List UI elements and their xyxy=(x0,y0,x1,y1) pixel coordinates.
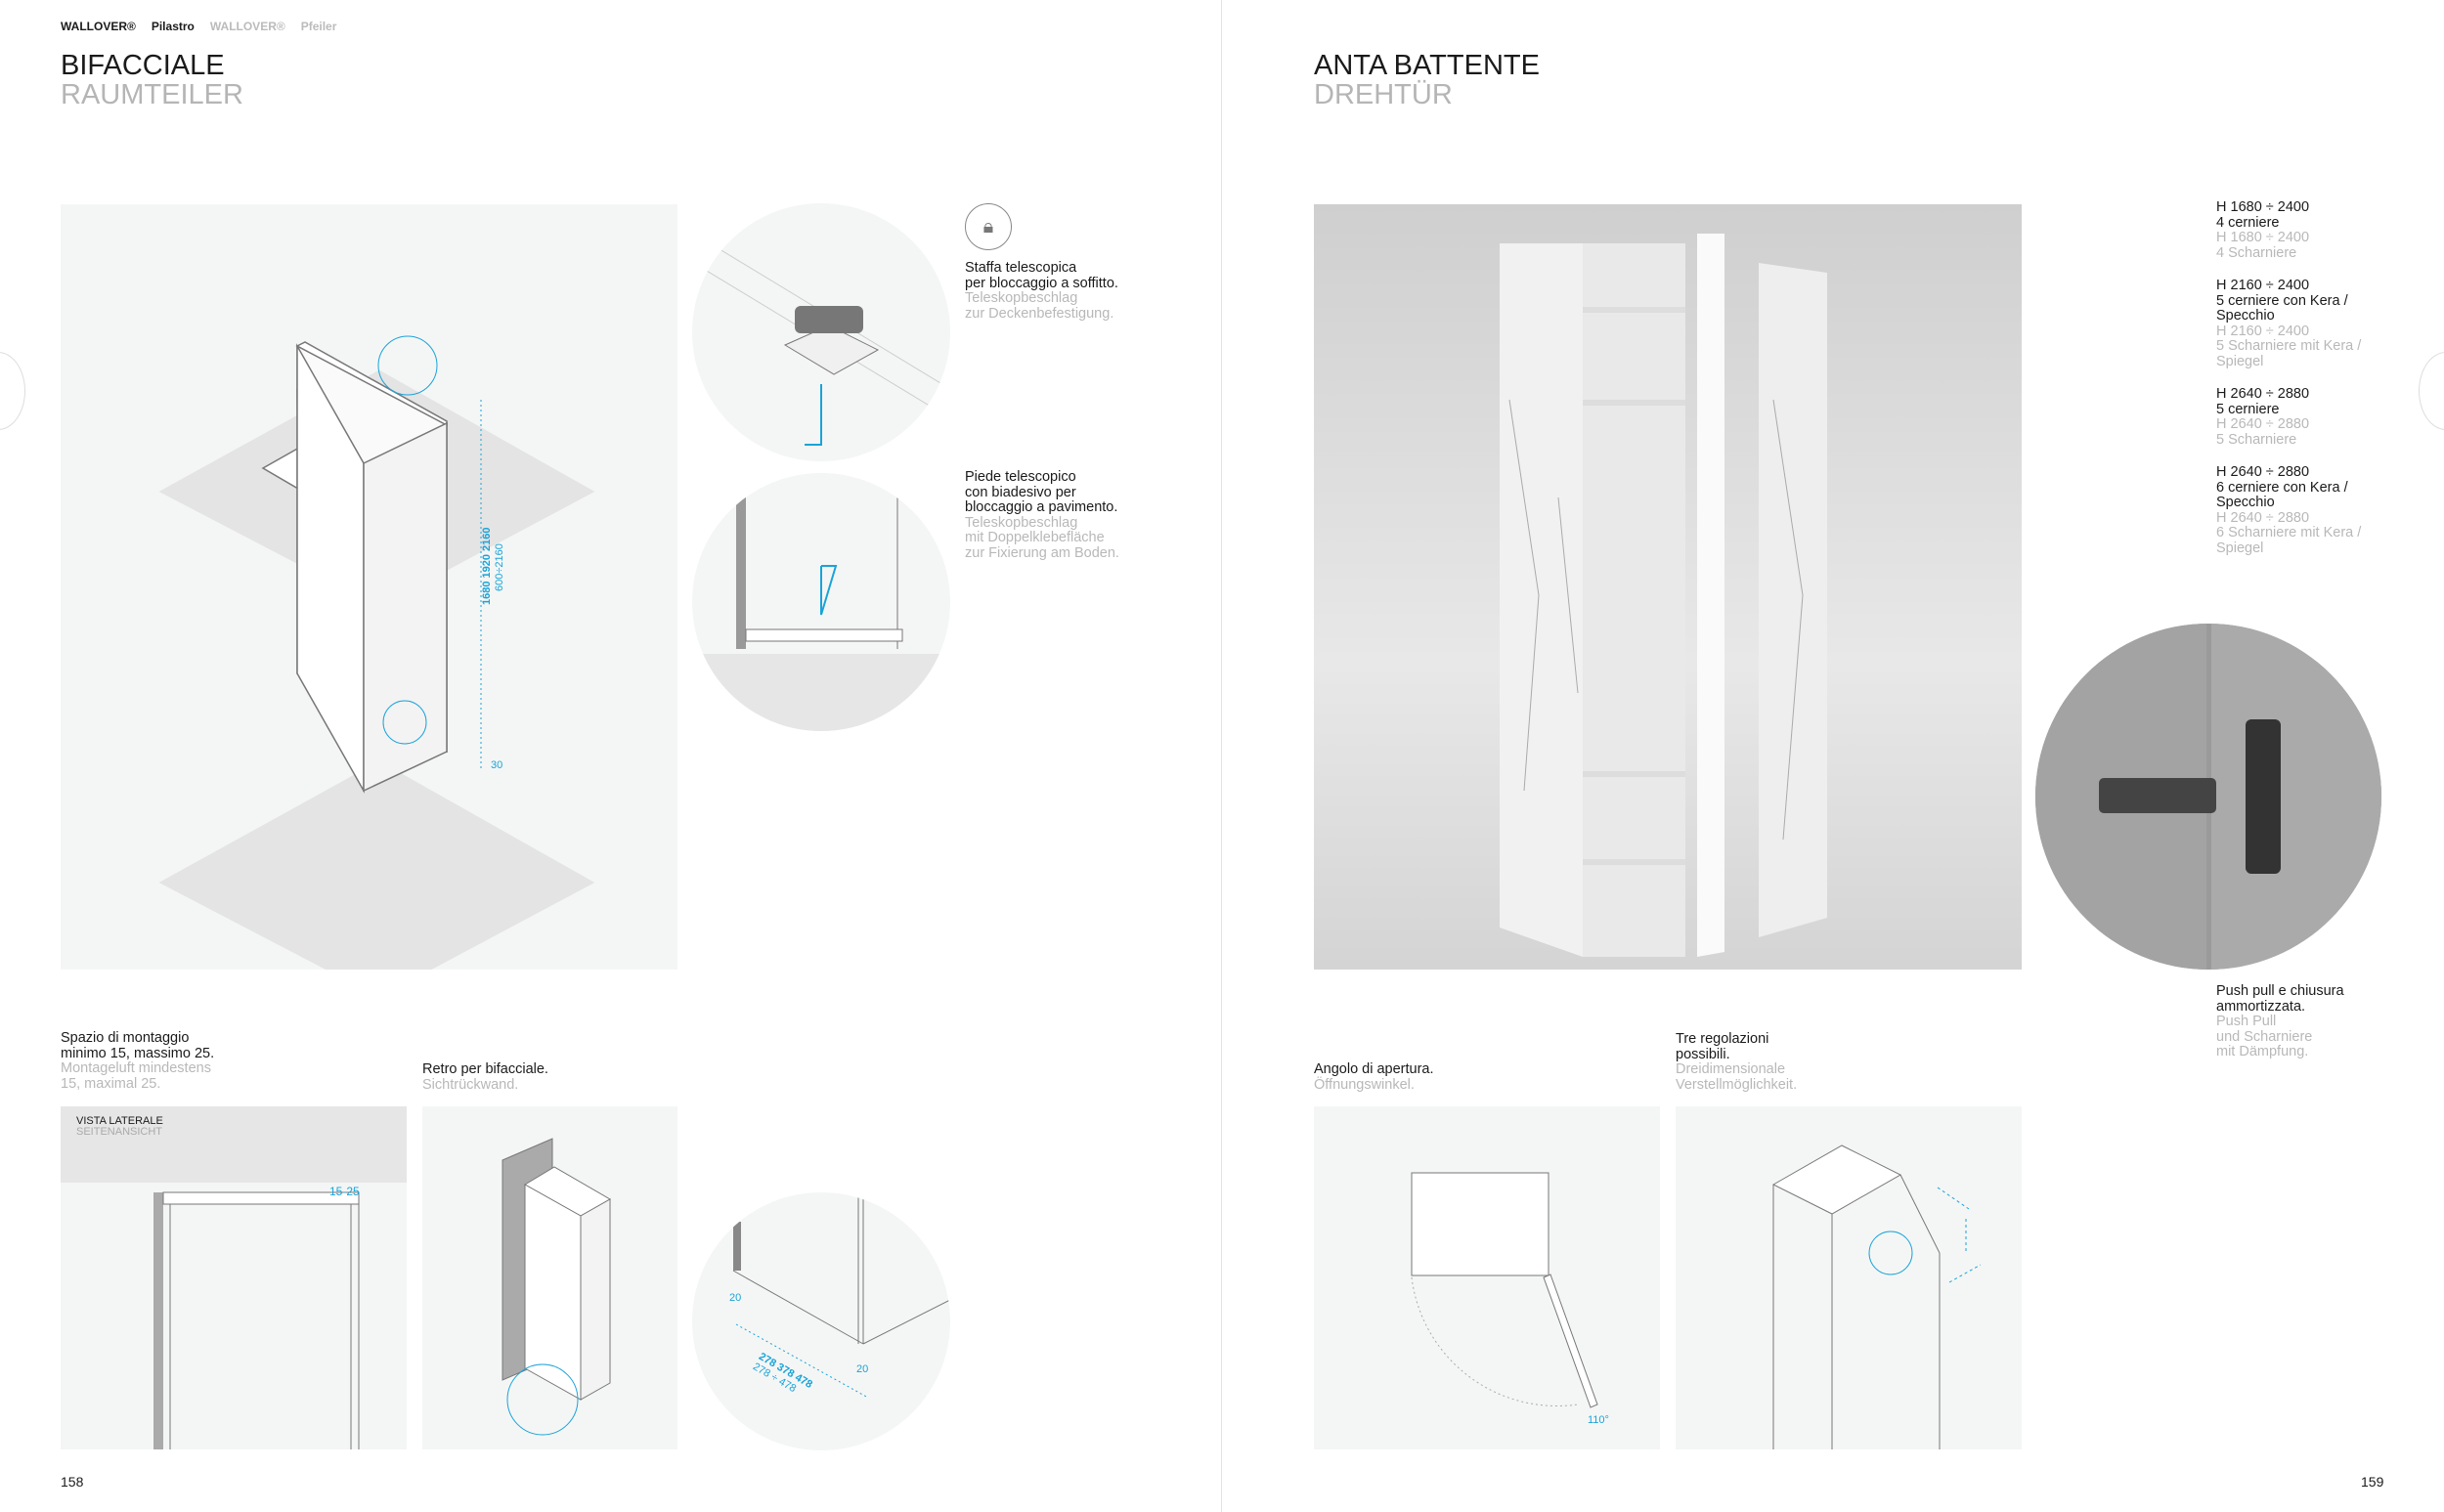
page-number: 159 xyxy=(2361,1474,2384,1490)
caption-de: Dreidimensionale xyxy=(1676,1061,1786,1077)
spec-height: H 2640 ÷ 2880 xyxy=(2216,386,2310,402)
spec-de: H 2640 ÷ 2880 xyxy=(2216,509,2310,526)
page-number: 158 xyxy=(61,1474,84,1490)
gap-caption: Spazio di montaggio minimo 15, massimo 2… xyxy=(61,1030,215,1092)
spec-height: H 1680 ÷ 2400 xyxy=(2216,199,2310,215)
title: ANTA BATTENTE xyxy=(1314,50,1540,81)
page-title: ANTA BATTENTE DREHTÜR xyxy=(1314,51,1540,109)
spec-de: H 2160 ÷ 2400 xyxy=(2216,323,2310,339)
wardrobe-photo xyxy=(1314,204,2022,970)
view-label-de: SEITENANSICHT xyxy=(76,1126,163,1138)
ceiling-bracket-caption: Staffa telescopica per bloccaggio a soff… xyxy=(965,260,1118,322)
caption-de: Teleskopbeschlag xyxy=(965,290,1078,306)
ceiling-bracket-detail xyxy=(692,203,950,461)
caption-de: zur Fixierung am Boden. xyxy=(965,544,1119,561)
subtitle: DREHTÜR xyxy=(1314,79,1453,110)
side-view-panel: VISTA LATERALE SEITENANSICHT 15-25 xyxy=(61,1106,407,1449)
pillar-drawing: 1680 1920 2160 600÷2160 30 xyxy=(61,204,677,998)
caption-it: Piede telescopico xyxy=(965,469,1076,485)
depth-dim-1: 20 xyxy=(729,1292,742,1304)
depth-dim-2: 20 xyxy=(856,1363,869,1375)
pillar-illustration xyxy=(158,335,595,998)
spec-de: 5 Scharniere xyxy=(2216,431,2297,448)
view-label: VISTA LATERALE xyxy=(76,1115,163,1127)
product-name: Pilastro xyxy=(151,20,195,33)
floor-foot-caption: Piede telescopico con biadesivo per bloc… xyxy=(965,469,1119,561)
product-name-de: Pfeiler xyxy=(300,20,337,33)
caption-de: mit Doppelklebefläche xyxy=(965,530,1105,545)
caption-de: mit Dämpfung. xyxy=(2216,1044,2309,1059)
page-divider xyxy=(1221,0,1222,1512)
angle-caption: Angolo di apertura. Öffnungswinkel. xyxy=(1314,1061,1434,1093)
spec-de: H 2640 ÷ 2880 xyxy=(2216,416,2310,432)
caption-it: Staffa telescopica xyxy=(965,260,1077,276)
floor-foot-detail xyxy=(692,473,950,731)
back-panel-drawing xyxy=(422,1106,677,1449)
height-range: 600÷2160 xyxy=(494,543,505,591)
opening-angle-drawing: 110° xyxy=(1314,1106,1660,1449)
spec-de: 4 Scharniere xyxy=(2216,244,2297,261)
hinge-detail-photo xyxy=(2035,624,2381,970)
caption-de: Montageluft mindestens xyxy=(61,1060,211,1076)
spec-it: 4 cerniere xyxy=(2216,214,2280,231)
caption-it: ammortizzata. xyxy=(2216,998,2306,1015)
caption-it: Retro per bifacciale. xyxy=(422,1061,548,1077)
caption-it: Tre regolazioni xyxy=(1676,1031,1769,1047)
caption-it: Spazio di montaggio xyxy=(61,1030,190,1046)
base-dim: 30 xyxy=(491,759,503,771)
spec-it: 5 cerniere con Kera / xyxy=(2216,292,2348,309)
spec-it: Specchio xyxy=(2216,308,2275,324)
caption-it: per bloccaggio a soffitto. xyxy=(965,275,1118,291)
spec-de: H 1680 ÷ 2400 xyxy=(2216,230,2310,245)
back-caption: Retro per bifacciale. Sichtrückwand. xyxy=(422,1061,548,1093)
depth-detail: 20 20 278 378 478 278 ÷ 478 xyxy=(692,1192,950,1450)
push-pull-caption: Push pull e chiusura ammortizzata. Push … xyxy=(2216,983,2344,1060)
height-options: 1680 1920 2160 xyxy=(481,527,493,605)
caption-de: zur Deckenbefestigung. xyxy=(965,305,1114,322)
spec-it: 5 cerniere xyxy=(2216,401,2280,417)
spec-de: Spiegel xyxy=(2216,540,2264,556)
spec-height: H 2160 ÷ 2400 xyxy=(2216,278,2310,293)
lock-icon: 🔒︎ xyxy=(965,203,1012,250)
adjustment-drawing xyxy=(1676,1106,2022,1449)
caption-de: 15, maximal 25. xyxy=(61,1075,161,1092)
page-title: BIFACCIALE RAUMTEILER xyxy=(61,51,243,109)
subtitle: RAUMTEILER xyxy=(61,79,243,110)
caption-it: Angolo di apertura. xyxy=(1314,1061,1434,1077)
breadcrumb: WALLOVER® Pilastro WALLOVER® Pfeiler xyxy=(61,20,336,33)
page-tab-right[interactable] xyxy=(2419,352,2444,430)
caption-de: Verstellmöglichkeit. xyxy=(1676,1076,1798,1093)
spec-de: 6 Scharniere mit Kera / xyxy=(2216,525,2362,540)
caption-de: Öffnungswinkel. xyxy=(1314,1076,1415,1093)
title: BIFACCIALE xyxy=(61,50,225,81)
caption-it: bloccaggio a pavimento. xyxy=(965,499,1118,515)
caption-de: und Scharniere xyxy=(2216,1028,2313,1045)
gap-dim: 15-25 xyxy=(329,1185,360,1198)
spec-height: H 2640 ÷ 2880 xyxy=(2216,464,2310,480)
brand: WALLOVER® xyxy=(61,20,136,33)
spec-de: Spiegel xyxy=(2216,353,2264,369)
caption-de: Push Pull xyxy=(2216,1014,2277,1029)
caption-it: con biadesivo per xyxy=(965,484,1076,500)
spec-de: 5 Scharniere mit Kera / xyxy=(2216,338,2362,354)
caption-de: Sichtrückwand. xyxy=(422,1076,519,1093)
spec-it: 6 cerniere con Kera / xyxy=(2216,479,2348,496)
angle-value: 110° xyxy=(1588,1414,1609,1426)
caption-de: Teleskopbeschlag xyxy=(965,514,1078,531)
brand-de: WALLOVER® xyxy=(209,20,285,33)
spec-it: Specchio xyxy=(2216,495,2275,510)
adjustment-caption: Tre regolazioni possibili. Dreidimension… xyxy=(1676,1031,1798,1093)
caption-it: minimo 15, massimo 25. xyxy=(61,1045,215,1061)
caption-it: Push pull e chiusura xyxy=(2216,983,2344,999)
page-tab-left[interactable] xyxy=(0,352,25,430)
caption-it: possibili. xyxy=(1676,1046,1730,1062)
